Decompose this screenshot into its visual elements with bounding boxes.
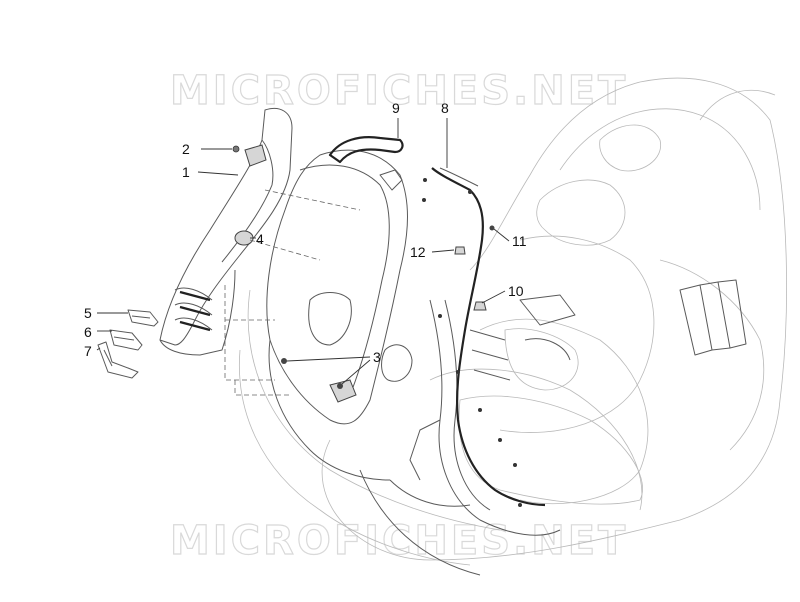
part-7-vent-trim xyxy=(97,341,139,379)
part-1-inner-shield xyxy=(159,107,293,356)
scooter-body-outline xyxy=(239,77,787,566)
leader-lines xyxy=(96,118,510,385)
bracket-plate xyxy=(329,379,357,403)
callout-9: 9 xyxy=(392,100,400,116)
callout-3: 3 xyxy=(373,349,381,365)
callout-12: 12 xyxy=(410,244,426,260)
frame-rail xyxy=(409,294,576,536)
callout-5: 5 xyxy=(84,305,92,321)
callout-7: 7 xyxy=(84,343,92,359)
part-3-screws xyxy=(281,358,343,389)
part-12-clip xyxy=(454,246,466,255)
assembly-lines xyxy=(224,189,361,396)
watermark-bottom: MICROFICHES.NET xyxy=(170,518,628,564)
callout-10: 10 xyxy=(508,283,524,299)
callout-8: 8 xyxy=(441,100,449,116)
part-6-vent-trim xyxy=(109,329,143,351)
callout-11: 11 xyxy=(512,233,527,249)
rail-clips xyxy=(422,178,522,507)
part-9-top-trim xyxy=(328,136,404,164)
callout-2: 2 xyxy=(182,141,190,157)
callout-labels: 2 1 4 5 6 7 9 8 10 11 12 3 xyxy=(84,100,527,365)
part-10-clip xyxy=(473,301,487,311)
callout-6: 6 xyxy=(84,324,92,340)
part-2-screw xyxy=(232,145,240,153)
watermark-top: MICROFICHES.NET xyxy=(170,68,628,114)
leg-shield xyxy=(266,149,481,576)
callout-4: 4 xyxy=(256,231,264,247)
callout-1: 1 xyxy=(182,164,190,180)
part-8-edge-trim xyxy=(431,167,546,507)
part-5-vent-trim xyxy=(127,309,159,327)
part-11-screw xyxy=(489,225,495,231)
